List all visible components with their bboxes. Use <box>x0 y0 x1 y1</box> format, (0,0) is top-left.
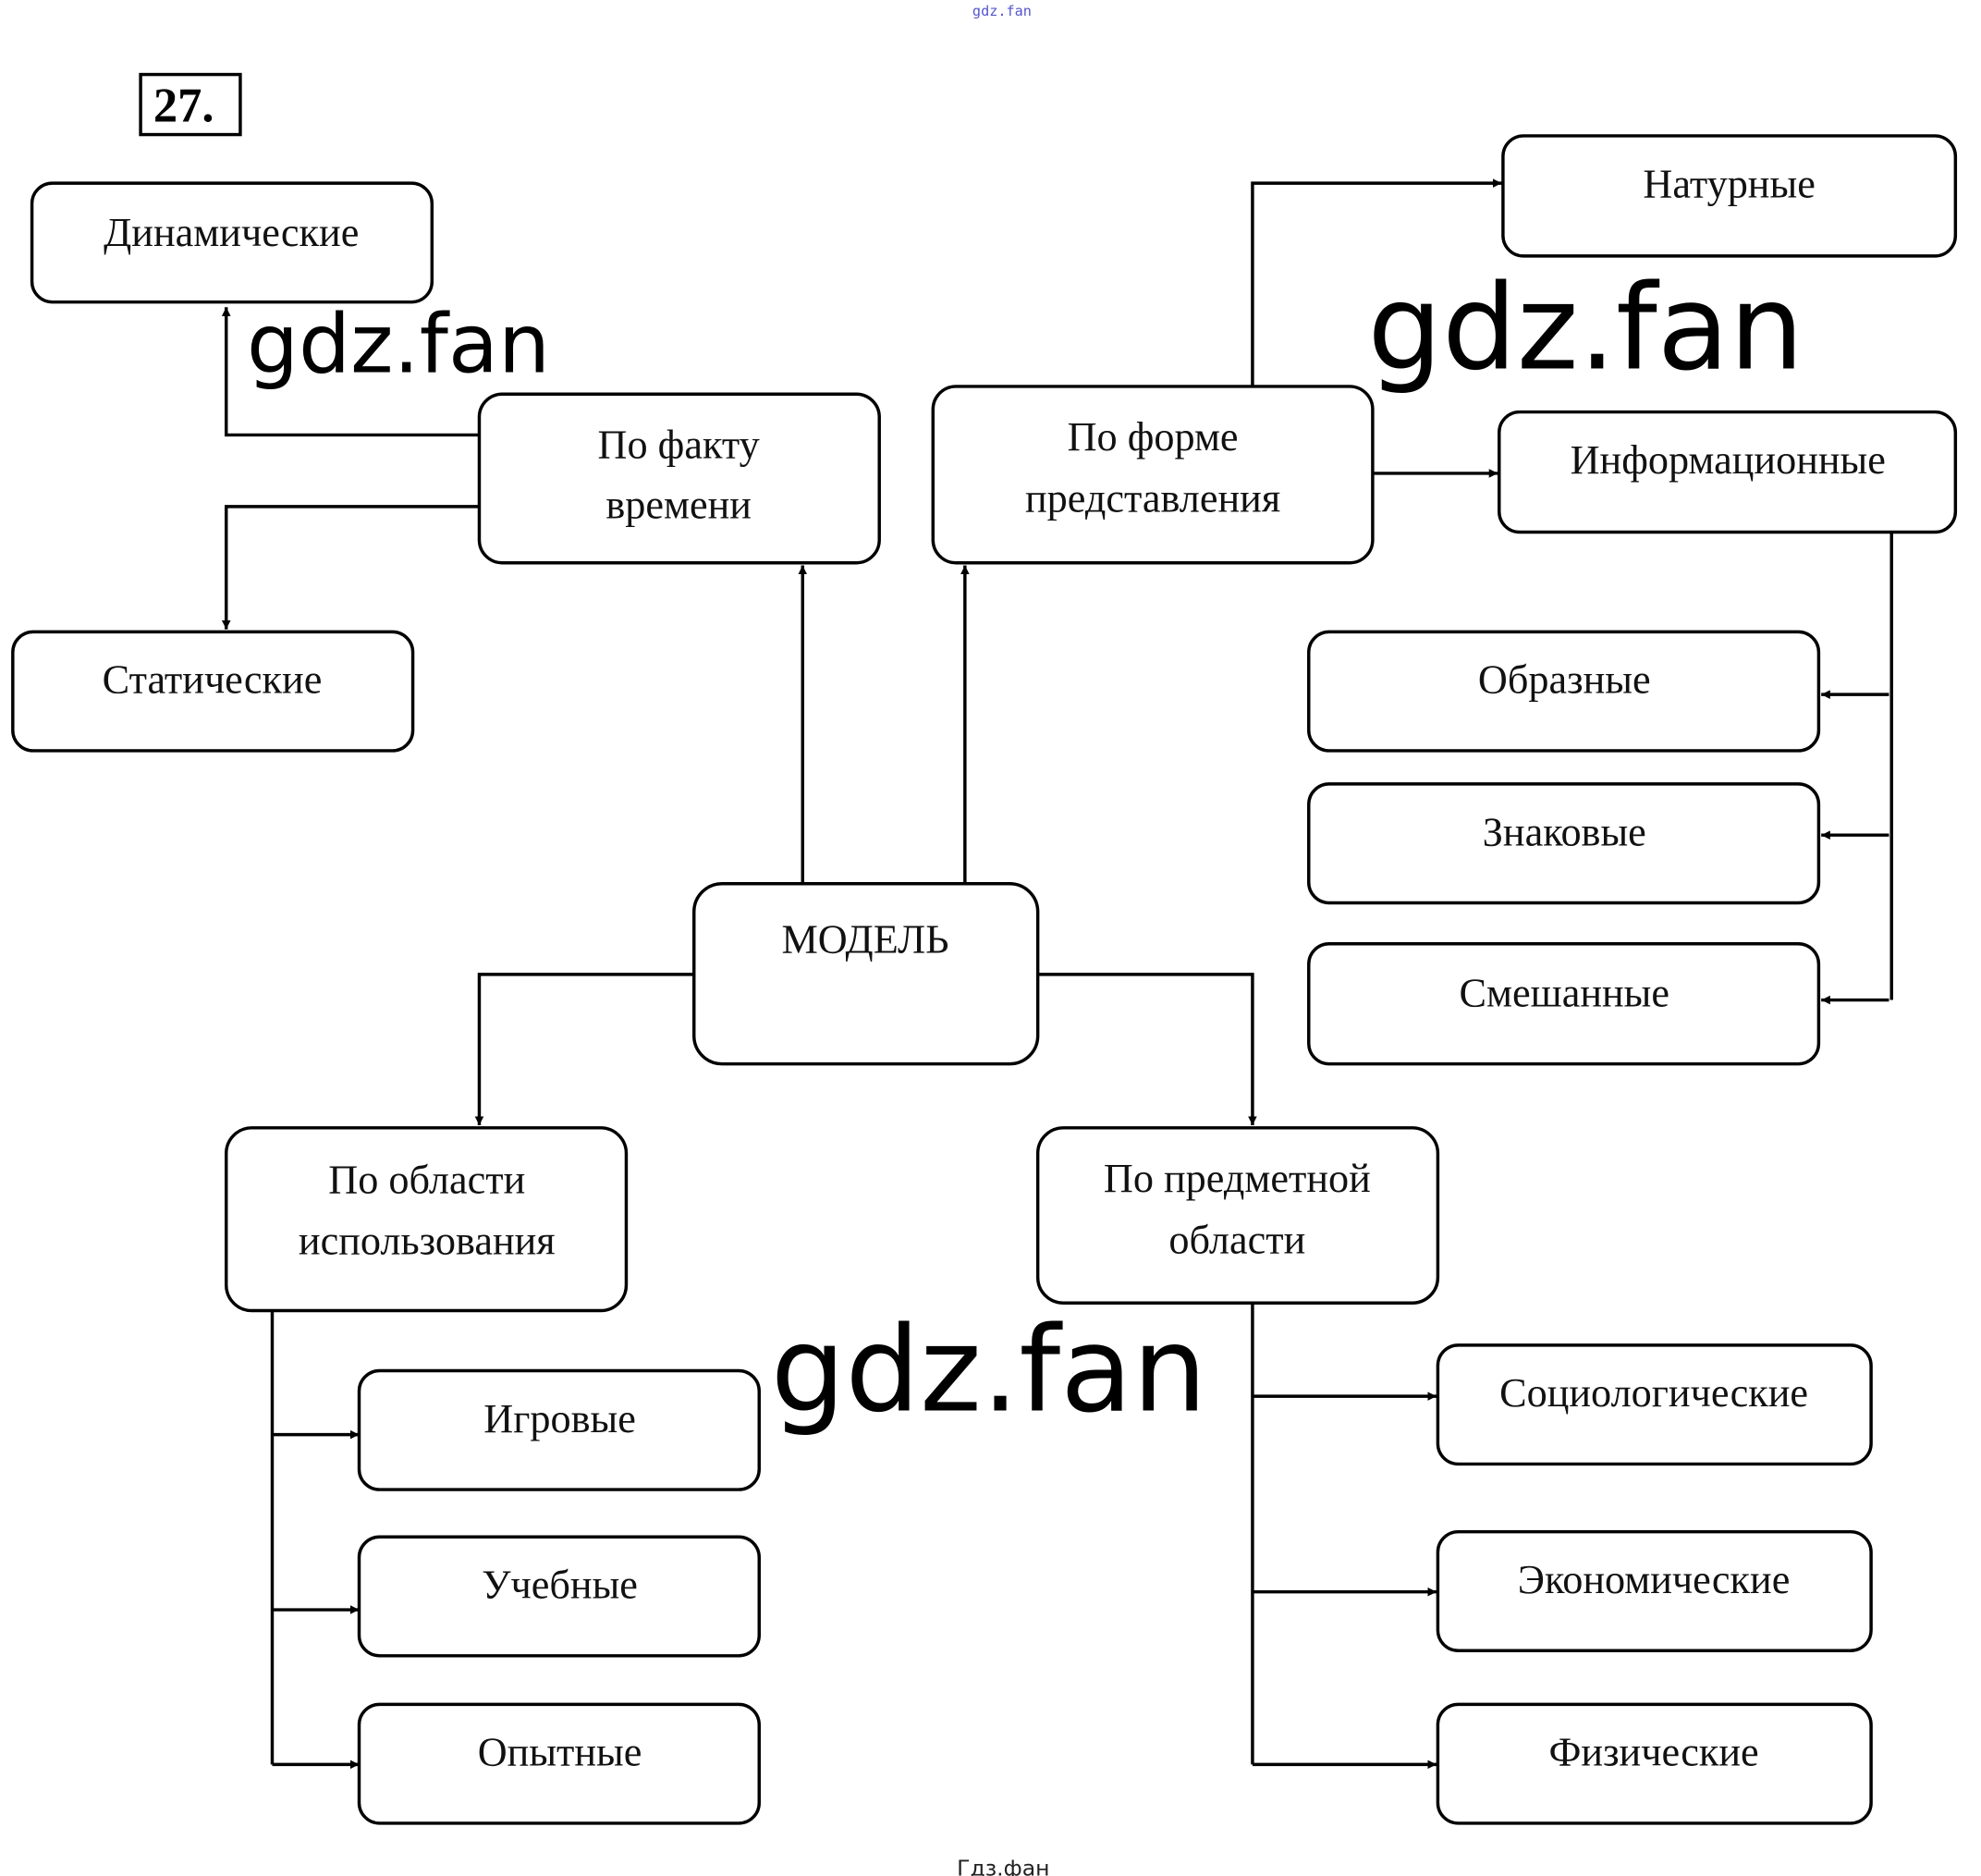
watermark: gdz.fan <box>771 1301 1207 1438</box>
svg-text:Натурные: Натурные <box>1643 161 1815 206</box>
svg-text:представления: представления <box>1025 475 1280 521</box>
node-sociological: Социологические <box>1436 1343 1873 1466</box>
svg-text:По факту: По факту <box>598 422 760 467</box>
svg-text:По области: По области <box>328 1157 525 1202</box>
svg-text:Знаковые: Знаковые <box>1483 809 1646 854</box>
node-static: Статические <box>11 630 415 753</box>
svg-text:времени: времени <box>605 482 752 527</box>
svg-text:По предметной: По предметной <box>1104 1156 1371 1201</box>
node-sign: Знаковые <box>1307 782 1821 905</box>
watermark: gdz.fan <box>247 297 550 392</box>
node-informational: Информационные <box>1498 410 1958 534</box>
node-experimental: Опытные <box>357 1702 761 1825</box>
svg-text:Статические: Статические <box>103 657 323 703</box>
connectors <box>221 178 1893 1770</box>
node-root: МОДЕЛЬ <box>692 882 1040 1066</box>
svg-text:Игровые: Игровые <box>483 1396 636 1441</box>
svg-text:Смешанные: Смешанные <box>1460 970 1670 1015</box>
node-natural: Натурные <box>1501 134 1958 258</box>
node-game: Игровые <box>357 1368 761 1491</box>
node-dynamic: Динамические <box>30 181 434 304</box>
task-number: 27. <box>153 80 214 133</box>
svg-text:Учебные: Учебные <box>482 1563 638 1608</box>
svg-text:Физические: Физические <box>1548 1730 1758 1775</box>
node-usage: По области использования <box>224 1126 629 1313</box>
svg-text:области: области <box>1168 1217 1305 1262</box>
node-economic: Экономические <box>1436 1529 1873 1653</box>
svg-text:Социологические: Социологические <box>1499 1370 1808 1416</box>
node-subject: По предметной области <box>1035 1126 1440 1305</box>
node-figurative: Образные <box>1307 630 1821 753</box>
svg-text:Экономические: Экономические <box>1518 1557 1791 1602</box>
task-number-frame <box>139 72 242 137</box>
svg-text:использования: использования <box>299 1219 556 1264</box>
node-form: По форме представления <box>931 385 1375 565</box>
svg-text:Информационные: Информационные <box>1571 437 1886 483</box>
watermark: gdz.fan <box>1367 260 1804 397</box>
svg-text:МОДЕЛЬ: МОДЕЛЬ <box>781 916 948 962</box>
node-mixed: Смешанные <box>1307 941 1821 1066</box>
svg-text:Динамические: Динамические <box>104 210 359 255</box>
svg-text:Опытные: Опытные <box>478 1730 642 1775</box>
svg-text:По форме: По форме <box>1068 414 1239 460</box>
node-time: По факту времени <box>477 392 881 565</box>
node-educational: Учебные <box>357 1535 761 1658</box>
node-physical: Физические <box>1436 1702 1873 1825</box>
svg-text:Образные: Образные <box>1478 657 1651 703</box>
footer-text: Гдз.фан <box>957 1856 1049 1876</box>
site-mark: gdz.fan <box>972 3 1032 19</box>
